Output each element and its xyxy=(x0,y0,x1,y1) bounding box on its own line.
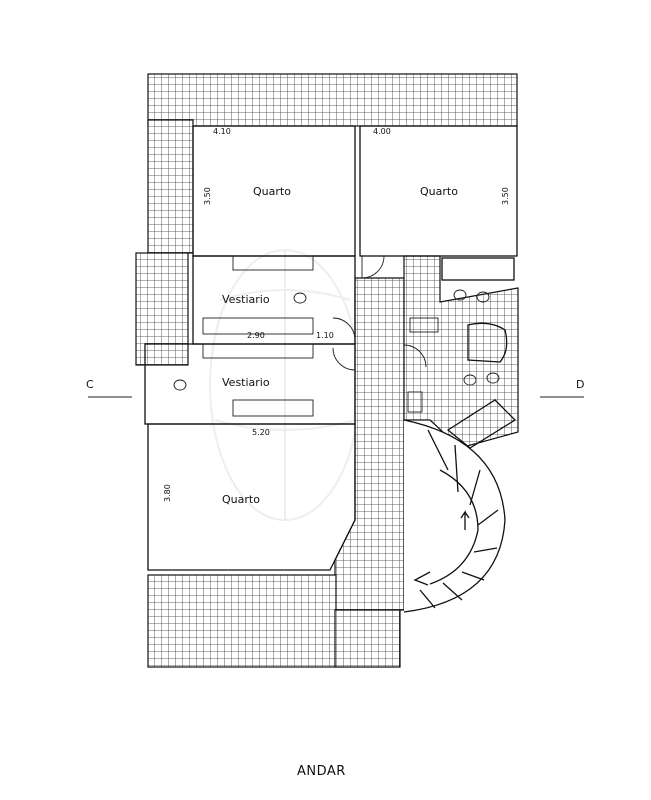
sink-counter-1 xyxy=(409,317,439,333)
bedroom-ne-walls xyxy=(359,125,518,257)
walls xyxy=(144,125,518,571)
west-terrace-strip xyxy=(147,119,194,254)
wc-lower-icon xyxy=(173,379,187,391)
closet-shelf-mid xyxy=(202,317,314,335)
closet-shelf-upper xyxy=(232,255,314,271)
basin-icon-1 xyxy=(453,289,467,301)
sink-counter-2 xyxy=(407,391,423,413)
basin-icon-4 xyxy=(486,372,500,384)
bedroom-sw-label: Quarto xyxy=(222,493,260,506)
door-swing-3 xyxy=(332,347,356,371)
passage-width-dim: 1.10 xyxy=(316,331,334,340)
basin-icon-3 xyxy=(463,374,477,386)
sw-depth-dim: 3.80 xyxy=(163,484,172,502)
angled-tub xyxy=(446,399,517,449)
spiral-staircase xyxy=(403,419,506,613)
bedroom-ne-label: Quarto xyxy=(420,185,458,198)
closet-width-dim: 2.90 xyxy=(247,331,265,340)
stair-direction-arrow-icon xyxy=(413,571,431,586)
basin-icon-2 xyxy=(476,291,490,303)
stair-arrow-icon xyxy=(460,509,470,530)
door-swing-4 xyxy=(403,344,427,368)
door-swing-2 xyxy=(332,317,356,341)
plan-title: ANDAR xyxy=(297,764,346,779)
closet-shelf-lower xyxy=(232,399,314,417)
section-mark-c: C xyxy=(86,378,94,391)
nw-depth-dim: 3.50 xyxy=(203,187,212,205)
south-terrace xyxy=(147,574,337,668)
south-terrace-east xyxy=(334,609,401,668)
corner-bath-tub xyxy=(467,322,508,363)
closet-shelf-mid2 xyxy=(202,343,314,359)
wc-closet-icon xyxy=(293,292,307,304)
north-terrace xyxy=(147,73,518,127)
bathroom-floor xyxy=(403,255,519,449)
nw-width-dim: 4.10 xyxy=(213,127,231,136)
door-swing-1 xyxy=(361,255,385,279)
ne-width-dim: 4.00 xyxy=(373,127,391,136)
sw-width-dim: 5.20 xyxy=(252,428,270,437)
bedroom-sw-walls xyxy=(147,423,356,571)
bedroom-nw-label: Quarto xyxy=(253,185,291,198)
ne-depth-dim: 3.50 xyxy=(501,187,510,205)
ne-bath-tub xyxy=(441,257,515,281)
section-mark-d: D xyxy=(576,378,584,391)
closet-upper-label: Vestiario xyxy=(222,293,270,306)
closet-lower-label: Vestiario xyxy=(222,376,270,389)
central-hall xyxy=(334,277,405,611)
west-bay-window xyxy=(135,252,189,366)
